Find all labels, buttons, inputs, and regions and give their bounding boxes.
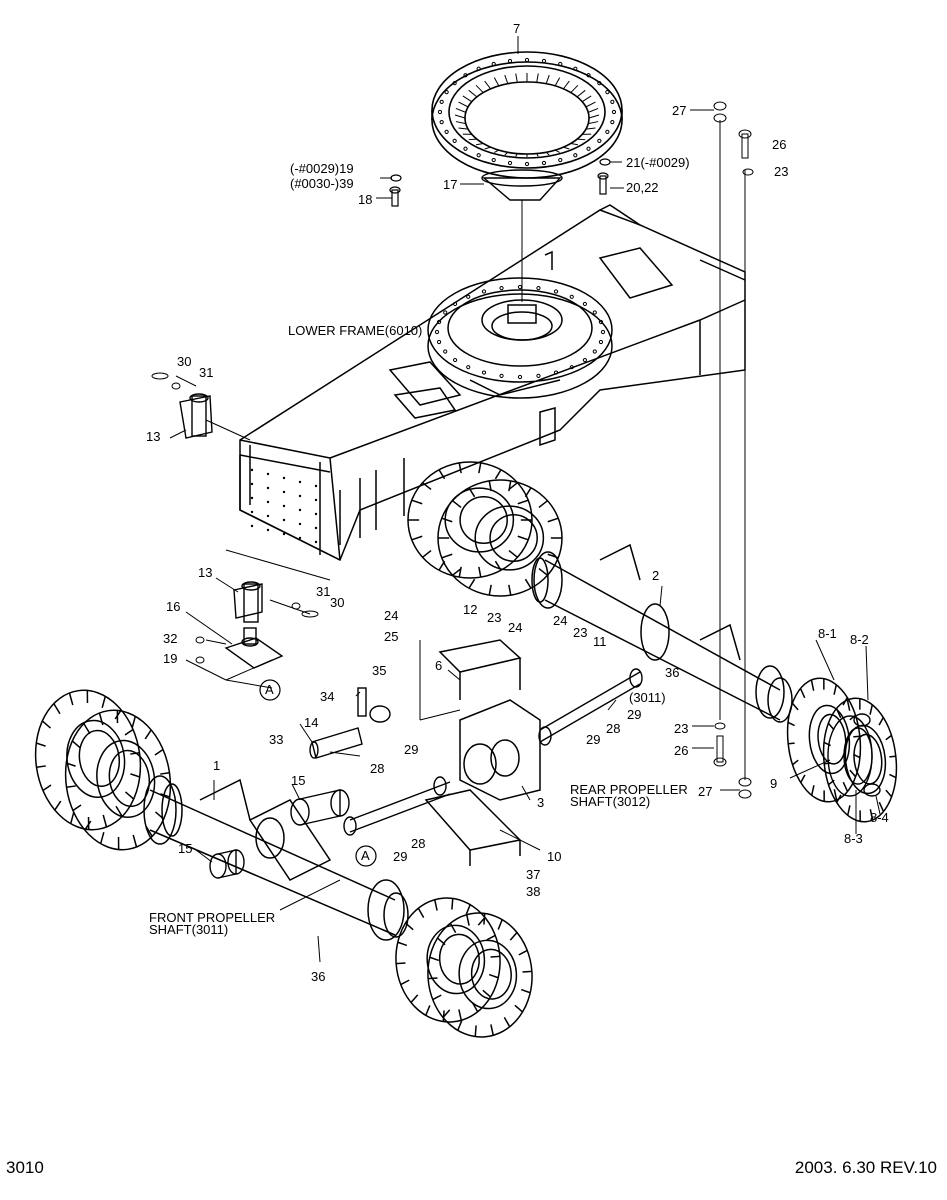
label-23-b: 23 [573,625,587,640]
pin-plate-16 [224,627,284,669]
front-propeller-label-1: FRONT PROPELLER [149,910,275,925]
revision-date: 2003. 6.30 REV.10 [794,1158,937,1177]
propeller-shafts [343,668,643,836]
label-15-a: 15 [291,773,305,788]
front-axle-part [143,775,409,941]
label-18: 18 [358,192,372,207]
ref-a-1: A [265,682,274,697]
label-23-c: 23 [674,721,688,736]
label-3011-ref: (3011) [629,690,666,705]
label-28-a: 28 [606,721,620,736]
label-21: 21(-#0029) [626,155,690,170]
label-29-b: 29 [586,732,600,747]
label-33: 33 [269,732,283,747]
label-17: 17 [443,177,457,192]
label-8-1: 8-1 [818,626,837,641]
label-23-top: 23 [774,164,788,179]
label-8-2: 8-2 [850,632,869,647]
label-8-3: 8-3 [844,831,863,846]
label-13-top: 13 [146,429,160,444]
bushings [209,687,391,879]
label-26-b: 26 [674,743,688,758]
rear-axle-part [531,543,793,723]
label-14: 14 [304,715,318,730]
label-37: 37 [526,867,540,882]
pin-bracket-top [179,393,213,439]
lower-frame-body [239,204,746,562]
seal-part [481,169,563,201]
label-26-top: 26 [772,137,786,152]
label-38: 38 [526,884,540,899]
label-23-a: 23 [487,610,501,625]
label-7: 7 [513,21,520,36]
label-30-mid: 30 [330,595,344,610]
label-20-22: 20,22 [626,180,659,195]
front-propeller-label-2: SHAFT(3011) [149,922,228,937]
label-32: 32 [163,631,177,646]
label-10: 10 [547,849,561,864]
pin-bracket-mid [233,581,263,623]
label-27-b: 27 [698,784,712,799]
label-16: 16 [166,599,180,614]
label-8-4: 8-4 [870,810,889,825]
label-36-rear: 36 [665,665,679,680]
label-24-c: 24 [553,613,567,628]
label-15-b: 15 [178,841,192,856]
label-34: 34 [320,689,334,704]
label-6: 6 [435,658,442,673]
label-29-d: 29 [393,849,407,864]
wheel-hub [827,713,881,797]
label-31-mid: 31 [316,584,330,599]
label-31-top: 31 [199,365,213,380]
label-29-a: 29 [627,707,641,722]
transmission-part [424,639,541,866]
page-number: 3010 [6,1158,44,1177]
label-30-top: 30 [177,354,191,369]
label-11: 11 [593,634,607,649]
label-1: 1 [213,758,220,773]
label-13-mid: 13 [198,565,212,580]
label-9: 9 [770,776,777,791]
label-29-c: 29 [404,742,418,757]
swing-ring-part [431,51,623,179]
label-19-mid: 19 [163,651,177,666]
label-39: (#0030-)39 [290,176,354,191]
label-27-top: 27 [672,103,686,118]
label-36-front: 36 [311,969,325,984]
rear-propeller-label-1: REAR PROPELLER [570,782,688,797]
label-24-b: 24 [508,620,522,635]
label-24-a: 24 [384,608,398,623]
label-28-c: 28 [411,836,425,851]
label-12: 12 [463,602,477,617]
label-25: 25 [384,629,398,644]
label-3: 3 [537,795,544,810]
label-2: 2 [652,568,659,583]
label-35: 35 [372,663,386,678]
label-28-b: 28 [370,761,384,776]
ring-hardware [389,158,611,207]
label-19: (-#0029)19 [290,161,354,176]
lower-frame-label: LOWER FRAME(6010) [288,323,422,338]
ref-a-2: A [361,848,370,863]
rear-propeller-label-2: SHAFT(3012) [570,794,650,809]
